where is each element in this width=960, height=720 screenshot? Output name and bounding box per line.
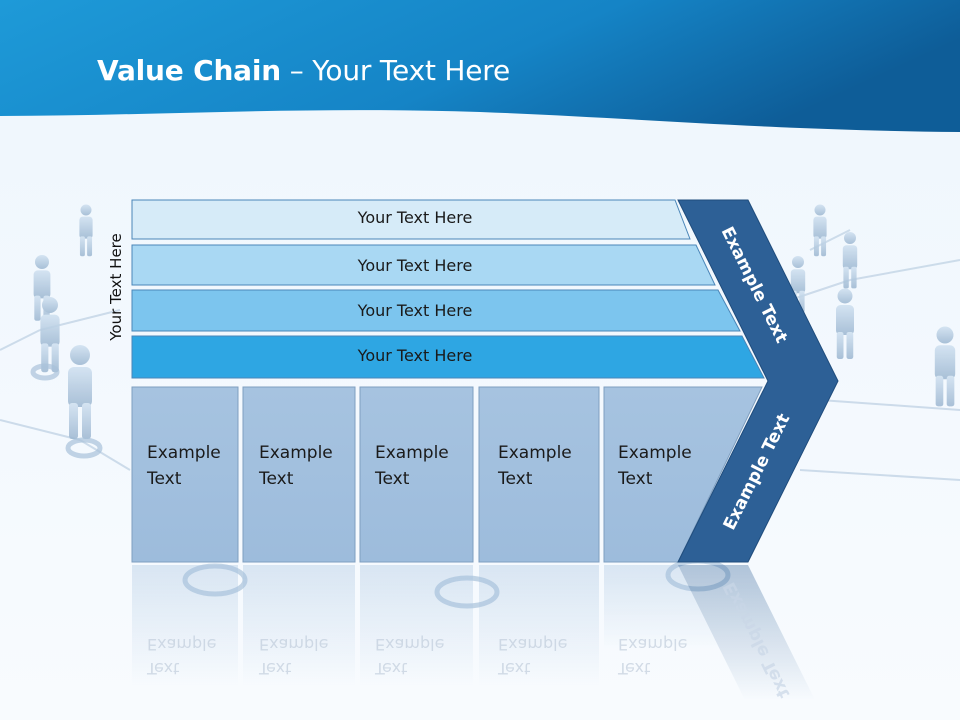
box-3 — [359, 386, 474, 563]
box-text-3-line2: Text — [375, 469, 410, 489]
box-text-5-line2: Text — [618, 469, 653, 489]
row-bar-3 — [131, 289, 741, 332]
margin-chevron — [677, 199, 839, 563]
side-label: Your Text Here — [107, 233, 125, 341]
row-label-4: Your Text Here — [357, 346, 473, 365]
row-label-3: Your Text Here — [357, 301, 473, 320]
value-chain-rows — [131, 199, 765, 379]
title-rest: – Your Text Here — [281, 54, 511, 87]
box-text-4-line2: Text — [498, 469, 533, 489]
people-figures — [33, 204, 956, 439]
box-1 — [131, 386, 239, 563]
row-label-1: Your Text Here — [357, 208, 473, 227]
row-label-2: Your Text Here — [357, 256, 473, 275]
row-bar-2 — [131, 244, 716, 286]
box-text-2-line1: Example — [259, 443, 333, 463]
row-bar-1 — [131, 199, 691, 240]
slide-title: Value Chain – Your Text Here — [97, 54, 510, 87]
value-chain-boxes — [131, 386, 763, 563]
reflections — [132, 565, 815, 700]
box-2 — [242, 386, 356, 563]
box-text-5-line1: Example — [618, 443, 692, 463]
box-text-4-line1: Example — [498, 443, 572, 463]
title-bold: Value Chain — [97, 54, 282, 87]
box-text-1-line2: Text — [147, 469, 182, 489]
box-text-3-line1: Example — [375, 443, 449, 463]
box-text-1-line1: Example — [147, 443, 221, 463]
header-banner — [0, 0, 960, 132]
box-4 — [478, 386, 600, 563]
row-bar-4 — [131, 335, 765, 379]
box-text-2-line2: Text — [259, 469, 294, 489]
